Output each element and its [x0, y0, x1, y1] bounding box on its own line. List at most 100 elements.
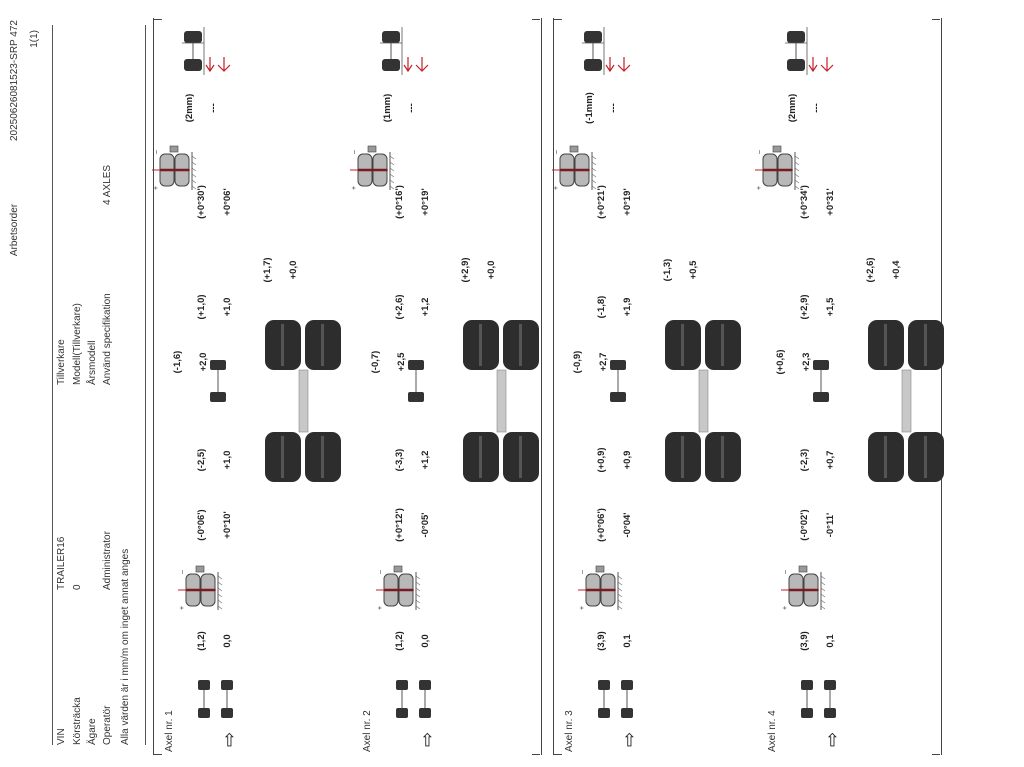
setback-spec: (2mm) [787, 93, 798, 123]
camber-left-spec: (+0°06') [596, 508, 607, 542]
thrust-spec: (+2,9) [460, 257, 471, 283]
toe-right-spec: (+1,0) [196, 294, 207, 320]
camber-right-spec: (+0°21') [596, 185, 607, 219]
info-label: Tillverkare [56, 339, 67, 385]
camber-right-value: +0°19' [622, 188, 633, 216]
toe-axle-icon [408, 360, 424, 402]
setback-icon [380, 27, 429, 75]
thrust-value: +0,4 [891, 260, 902, 280]
camber-left-spec: (+0°12') [394, 508, 405, 542]
axle-wheels-icon [463, 320, 539, 482]
camber-left-value: -0°04' [622, 512, 633, 538]
thrust-spec: (+1,7) [262, 257, 273, 283]
camber-left-icon: +– [376, 565, 421, 610]
offset-spec: (3,9) [799, 631, 810, 651]
camber-right-spec: (+0°30') [196, 185, 207, 219]
toe-left-value: +1,2 [420, 450, 431, 470]
total-toe-spec: (-0,7) [370, 350, 381, 374]
svg-text:+: + [782, 606, 789, 610]
camber-right-icon: +– [552, 145, 597, 190]
svg-text:–: – [153, 150, 160, 154]
svg-text:+: + [377, 606, 384, 610]
setback-value: --- [811, 103, 822, 113]
camber-left-value: +0°10' [222, 511, 233, 539]
axle-1: Axel nr. 1 ⇨ (1,2) 0,0 +– (-0°06') +0°10… [152, 0, 355, 767]
toe-left-spec: (-2,5) [196, 448, 207, 472]
info-label: Årsmodell [87, 340, 98, 385]
camber-right-spec: (+0°34') [799, 185, 810, 219]
toe-left-spec: (-2,3) [799, 448, 810, 472]
offset-value: 0,1 [825, 634, 836, 648]
total-toe-spec: (-1,6) [172, 350, 183, 374]
info-value: TRAILER16 [56, 536, 67, 590]
toe-axle-icon [610, 360, 626, 402]
camber-right-value: +0°31' [825, 188, 836, 216]
info-label: Körsträcka [72, 697, 83, 745]
camber-right-value: +0°06' [222, 188, 233, 216]
setback-spec: (2mm) [184, 93, 195, 123]
toe-right-spec: (+2,9) [799, 294, 810, 320]
thrust-spec: (+2,6) [865, 257, 876, 283]
camber-right-icon: +– [350, 145, 395, 190]
thrust-value: +0,0 [288, 260, 299, 280]
camber-right-value: +0°19' [420, 188, 431, 216]
axle-label: Axel nr. 3 [564, 710, 575, 752]
camber-right-icon: +– [755, 145, 800, 190]
svg-text:+: + [756, 186, 763, 190]
toe-left-value: +1,0 [222, 450, 233, 470]
camber-left-spec: (-0°06') [196, 509, 207, 541]
total-toe-spec: (+0,6) [775, 349, 786, 375]
svg-text:–: – [782, 570, 789, 574]
toe-left-value: +0,9 [622, 450, 633, 470]
driving-direction-arrow-icon: ⇨ [619, 731, 639, 747]
driving-direction-arrow-icon: ⇨ [417, 731, 437, 747]
setback-spec: (1mm) [382, 93, 393, 123]
setback-value: --- [608, 103, 619, 113]
toe-right-value: +1,2 [420, 297, 431, 317]
info-value: 4 AXLES [102, 164, 113, 205]
toe-right-value: +1,9 [622, 297, 633, 317]
axle-2: Axel nr. 2 ⇨ (1,2) 0,0 +– (+0°12') -0°05… [350, 0, 553, 767]
info-label: VIN [56, 728, 67, 745]
svg-text:+: + [153, 186, 160, 190]
info-label: Operatör [102, 705, 113, 745]
offset-spec: (1,2) [196, 631, 207, 651]
order-id: 20250626081523-SRP 472 [9, 20, 20, 142]
axle-wheels-icon [868, 320, 944, 482]
axle-overview-icon [598, 680, 633, 718]
offset-value: 0,1 [622, 634, 633, 648]
axle-label: Axel nr. 1 [164, 710, 175, 752]
svg-text:–: – [179, 570, 186, 574]
thrust-value: +0,5 [688, 260, 699, 280]
driving-direction-arrow-icon: ⇨ [822, 731, 842, 747]
axle-overview-icon [396, 680, 431, 718]
toe-left-value: +0,7 [825, 450, 836, 470]
toe-left-spec: (-3,3) [394, 448, 405, 472]
offset-spec: (3,9) [596, 631, 607, 651]
svg-text:+: + [179, 606, 186, 610]
info-value: Administrator [102, 531, 113, 590]
svg-text:+: + [351, 186, 358, 190]
driving-direction-arrow-icon: ⇨ [219, 731, 239, 747]
offset-spec: (1,2) [394, 631, 405, 651]
page-number: 1(1) [29, 30, 40, 48]
camber-right-spec: (+0°16') [394, 185, 405, 219]
svg-text:–: – [756, 150, 763, 154]
total-toe-spec: (-0,9) [572, 350, 583, 374]
info-divider [145, 25, 146, 745]
setback-value: --- [406, 103, 417, 113]
camber-right-icon: +– [152, 145, 197, 190]
axle-label: Axel nr. 2 [362, 710, 373, 752]
axle-overview-icon [801, 680, 836, 718]
toe-axle-icon [210, 360, 226, 402]
axle-overview-icon [198, 680, 233, 718]
svg-text:–: – [553, 150, 560, 154]
axle-label: Axel nr. 4 [767, 710, 778, 752]
setback-icon [785, 27, 834, 75]
camber-left-icon: +– [178, 565, 223, 610]
camber-left-value: -0°05' [420, 512, 431, 538]
axle-4: Axel nr. 4 ⇨ (3,9) 0,1 +– (-0°02') -0°11… [755, 0, 958, 767]
camber-left-value: -0°11' [825, 512, 836, 538]
setback-value: --- [208, 103, 219, 113]
